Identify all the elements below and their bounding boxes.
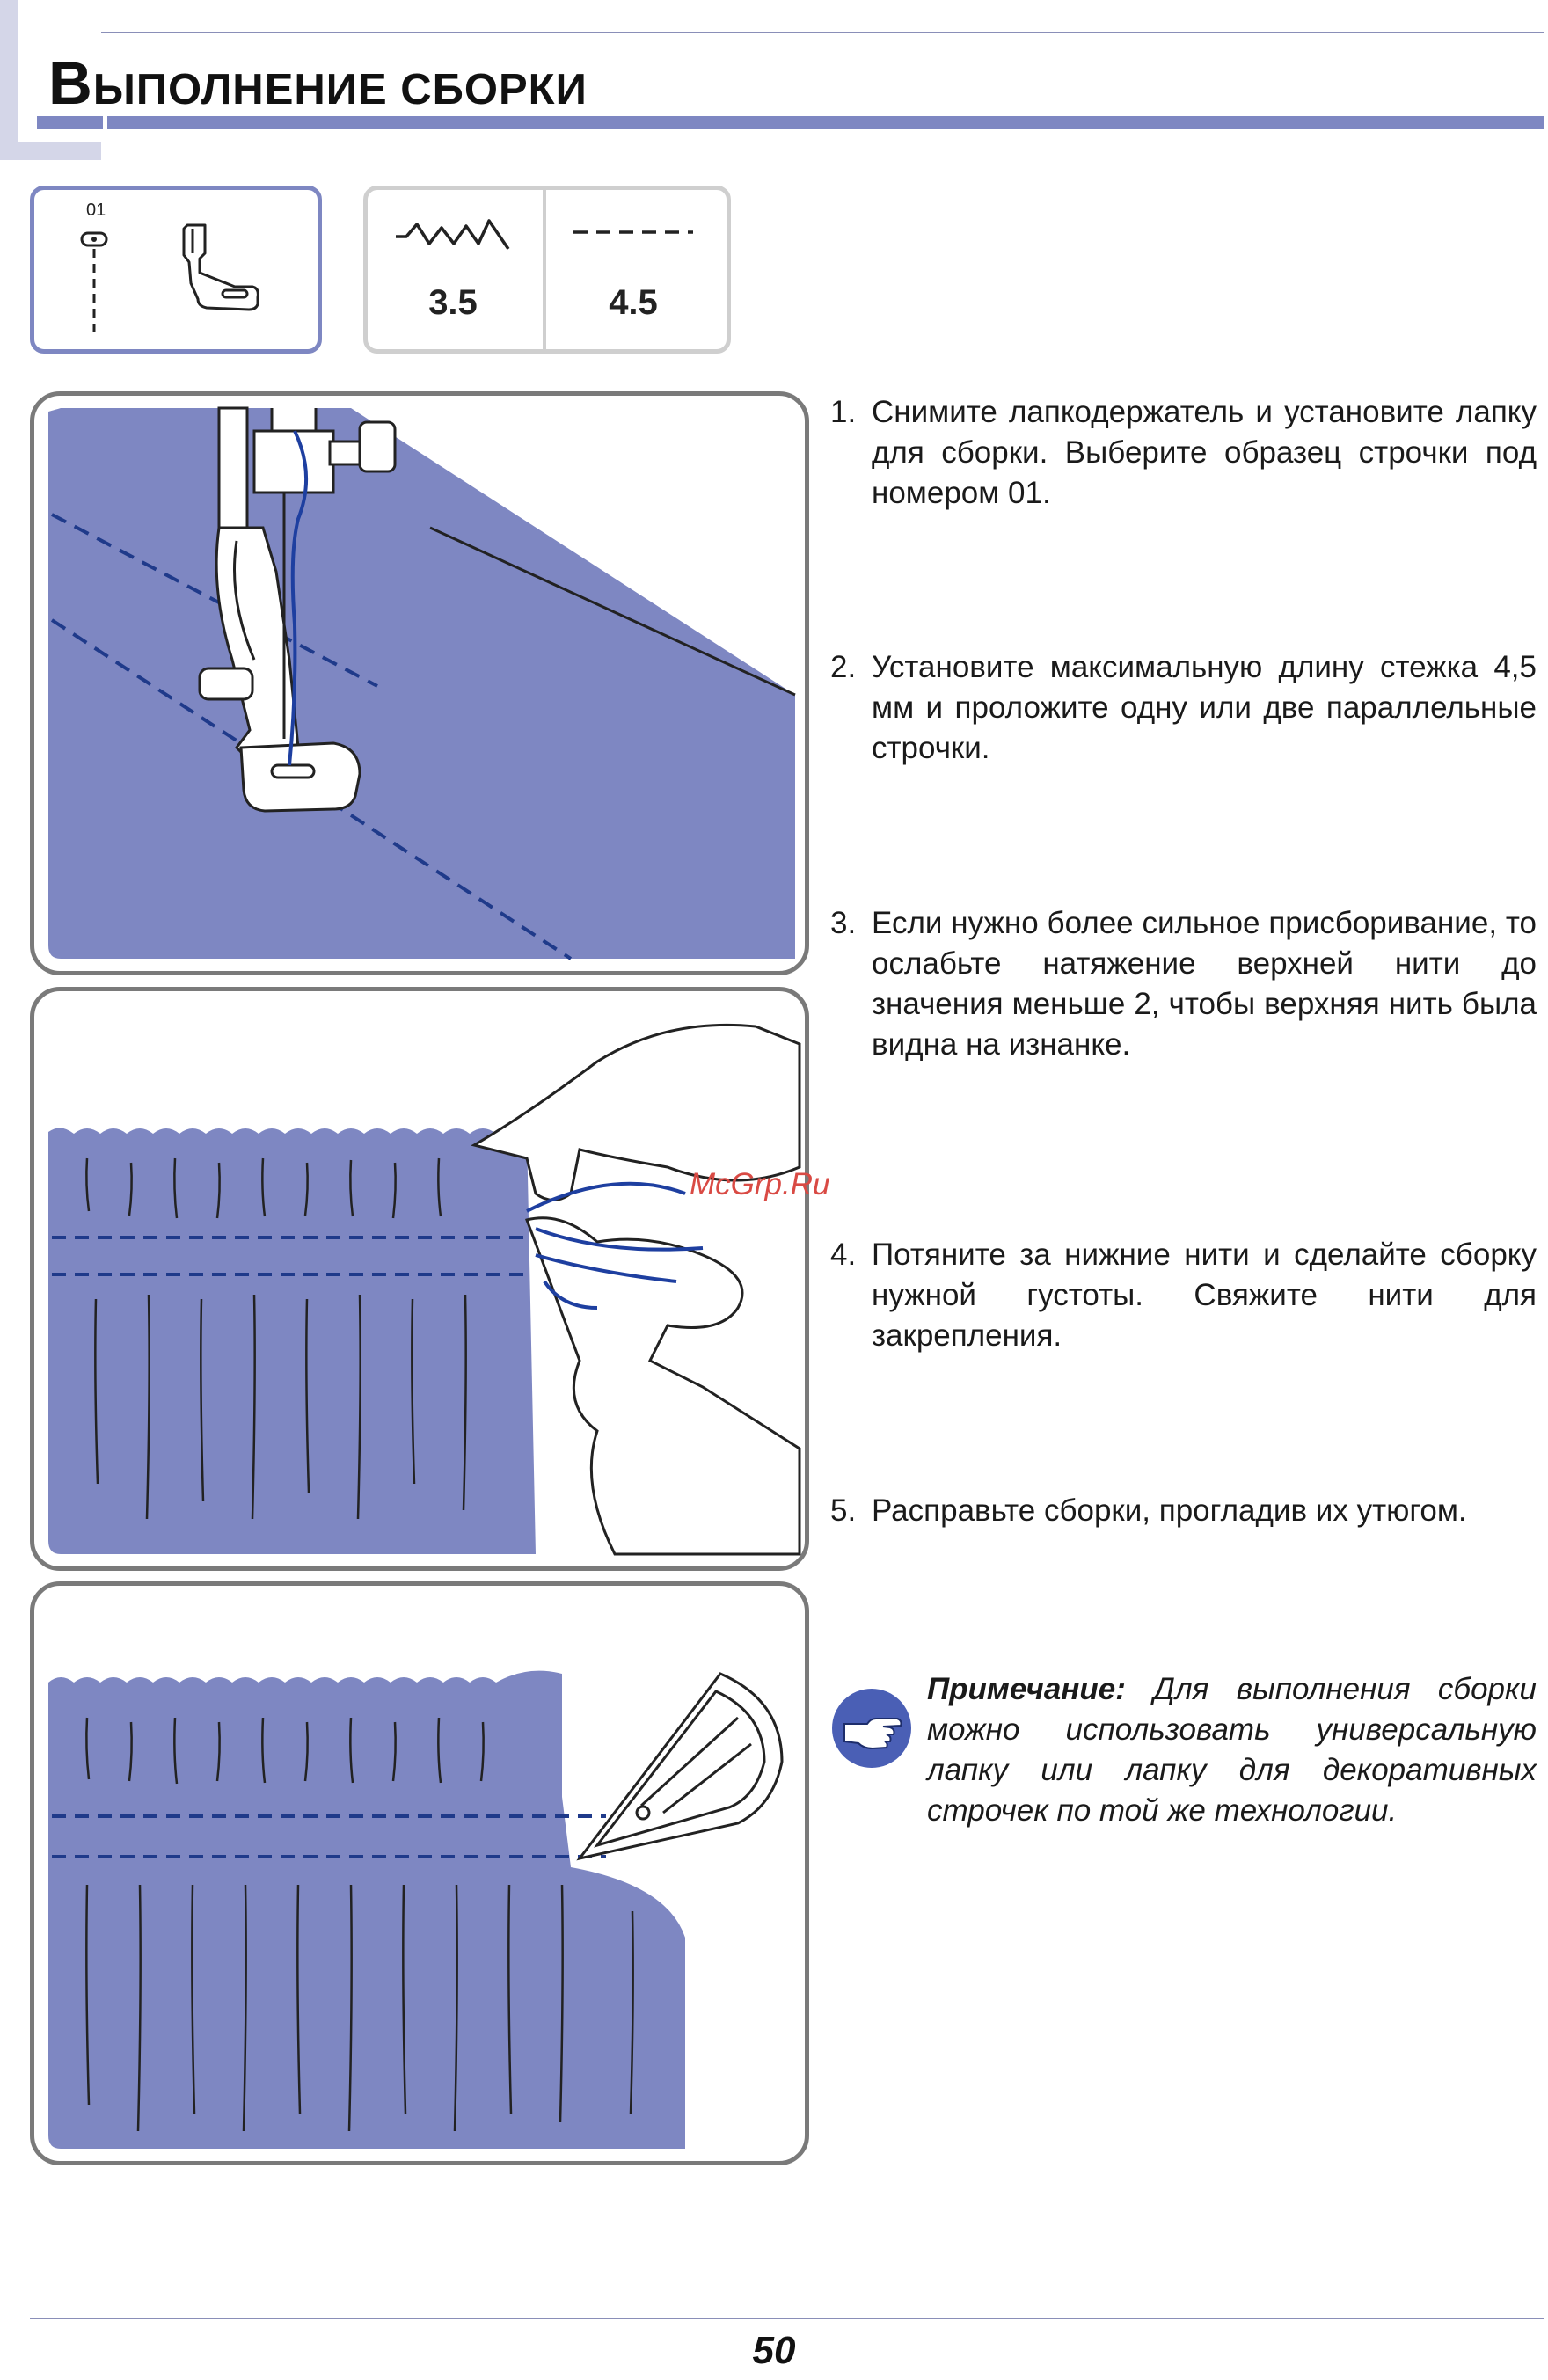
step-5-text: Расправьте сборки, прогладив их утюгом.: [872, 1493, 1467, 1528]
presser-foot-icon: [182, 223, 259, 311]
step-2-text: Установите максимальную длину стежка 4,5…: [872, 650, 1537, 765]
page-title-rest: ЫПОЛНЕНИЕ СБОРКИ: [92, 66, 588, 113]
illustration-ironing-gathers: [30, 1581, 809, 2165]
page-title-initial: В: [48, 49, 93, 117]
step-1-text: Снимите лапкодержатель и установите лапк…: [872, 395, 1537, 510]
zigzag-stitch-icon: [396, 219, 510, 250]
watermark: McGrp.Ru: [690, 1167, 830, 1201]
pattern-box: [30, 186, 322, 354]
step-5: 5. Расправьте сборки, прогладив их утюго…: [830, 1491, 1537, 1531]
step-3-number: 3.: [830, 906, 857, 940]
straight-stitch-pattern-icon: [80, 231, 108, 334]
header-accent-block: [37, 116, 103, 129]
page-number: 50: [752, 2329, 796, 2372]
step-4: 4. Потяните за нижние нити и сделайте сб…: [830, 1235, 1537, 1356]
illustration-sewing-foot: [30, 391, 809, 975]
header-bottom-rule: [107, 116, 1544, 129]
step-1: 1. Снимите лапкодержатель и установите л…: [830, 392, 1537, 514]
hand-pointer-icon: [832, 1689, 911, 1768]
step-2: 2. Установите максимальную длину стежка …: [830, 647, 1537, 769]
pattern-number: 01: [86, 201, 106, 220]
note-label: Примечание:: [927, 1672, 1126, 1706]
step-5-number: 5.: [830, 1493, 857, 1528]
stitch-length-value: 4.5: [609, 283, 658, 322]
illustration-pulling-threads: [30, 987, 809, 1571]
note-text: Для выполнения сборки можно использовать…: [927, 1672, 1537, 1828]
stitch-width-value: 3.5: [428, 283, 478, 322]
header-top-rule: [101, 32, 1544, 33]
straight-stitch-icon: [573, 230, 693, 234]
stitch-box-divider: [543, 190, 546, 349]
step-3-text: Если нужно более сильное присборивание, …: [872, 906, 1537, 1062]
step-2-number: 2.: [830, 650, 857, 684]
stitch-settings-box: [363, 186, 731, 354]
step-4-number: 4.: [830, 1237, 857, 1272]
step-1-number: 1.: [830, 395, 857, 429]
note: Примечание: Для выполнения сборки можно …: [927, 1669, 1537, 1831]
page-title: ВЫПОЛНЕНИЕ СБОРКИ: [48, 48, 588, 118]
step-3: 3. Если нужно более сильное присборивани…: [830, 903, 1537, 1065]
step-4-text: Потяните за нижние нити и сделайте сборк…: [872, 1237, 1537, 1353]
footer-rule: [30, 2318, 1544, 2319]
